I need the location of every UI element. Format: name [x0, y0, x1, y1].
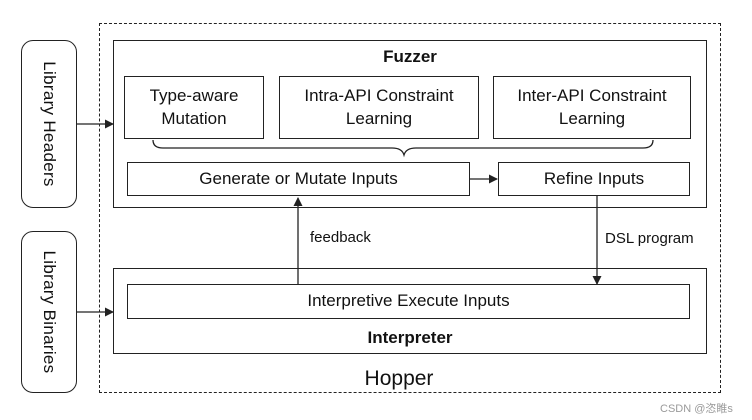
intra-api-constraint-box: Intra-API Constraint Learning	[279, 76, 479, 139]
inter-api-constraint-box: Inter-API Constraint Learning	[493, 76, 691, 139]
generate-mutate-inputs-box: Generate or Mutate Inputs	[127, 162, 470, 196]
interpretive-execute-inputs-box: Interpretive Execute Inputs	[127, 284, 690, 319]
hopper-container	[99, 23, 721, 393]
interpreter-title: Interpreter	[367, 328, 453, 347]
library-headers-block: Library Headers	[21, 40, 77, 208]
interpreter-box	[113, 268, 707, 354]
modules-brace	[152, 139, 654, 158]
library-binaries-block: Library Binaries	[21, 231, 77, 393]
dsl-program-label: DSL program	[605, 230, 694, 247]
feedback-label: feedback	[310, 229, 371, 246]
hopper-label: Hopper	[364, 367, 434, 390]
type-aware-mutation-box: Type-aware Mutation	[124, 76, 264, 139]
library-headers-label: Library Headers	[40, 61, 59, 187]
refine-inputs-box: Refine Inputs	[498, 162, 690, 196]
library-binaries-label: Library Binaries	[40, 250, 59, 374]
fuzzer-title: Fuzzer	[383, 47, 437, 66]
csdn-watermark: CSDN @恣睢s	[660, 403, 733, 415]
fuzzer-box	[113, 40, 707, 208]
